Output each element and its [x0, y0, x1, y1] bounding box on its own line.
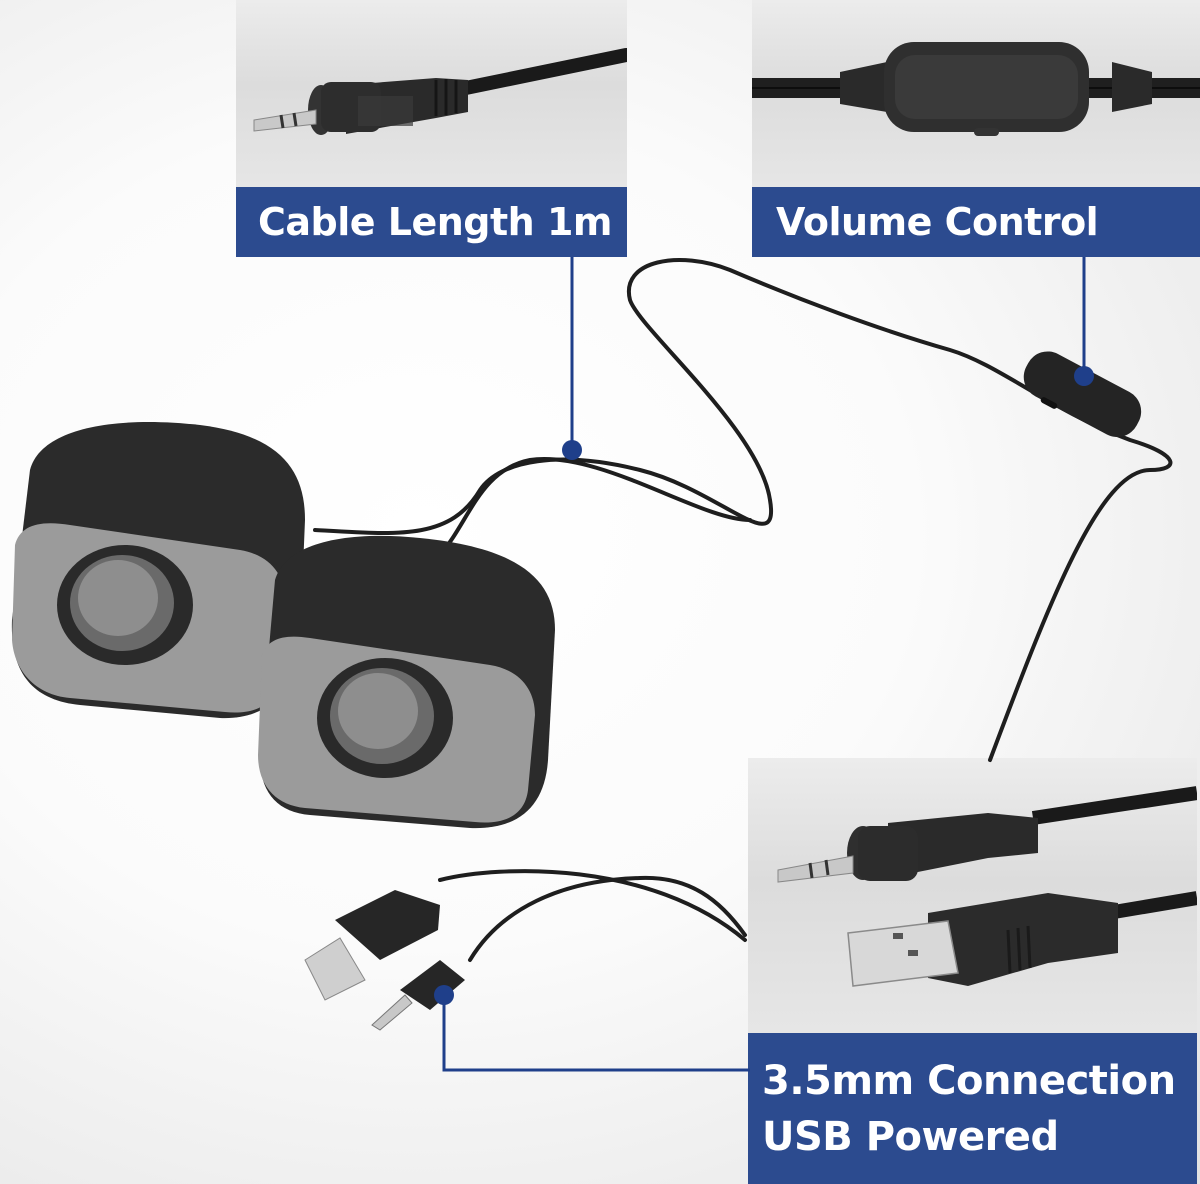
connection-label: 3.5mm Connection USB Powered	[748, 1033, 1197, 1184]
volume-control-icon	[752, 42, 1200, 136]
volume-control-label: Volume Control	[752, 187, 1200, 257]
usb-plug	[304, 890, 440, 1001]
connection-marker-icon	[434, 985, 454, 1005]
callout-dots	[434, 366, 1094, 1005]
inline-volume-control	[1023, 351, 1142, 438]
audio-jack-plug	[371, 960, 465, 1031]
volume-control-text: Volume Control	[776, 200, 1099, 244]
connectors-inset	[748, 758, 1197, 1033]
audio-jack-icon	[253, 48, 627, 135]
cable-jack-inset	[236, 0, 627, 188]
left-speaker	[11, 422, 305, 719]
cable-length-marker-icon	[562, 440, 582, 460]
callout-lines	[442, 257, 1086, 1072]
right-speaker	[258, 535, 555, 829]
usb-and-jack-icon	[777, 786, 1197, 987]
connection-text-line-1: 3.5mm Connection	[762, 1057, 1176, 1104]
cable-length-label: Cable Length 1m	[236, 187, 627, 257]
connection-text-line-2: USB Powered	[762, 1113, 1059, 1160]
volume-control-marker-icon	[1074, 366, 1094, 386]
volume-control-inset	[752, 0, 1200, 188]
speaker-cable	[313, 258, 1173, 962]
cable-length-text: Cable Length 1m	[258, 200, 612, 244]
